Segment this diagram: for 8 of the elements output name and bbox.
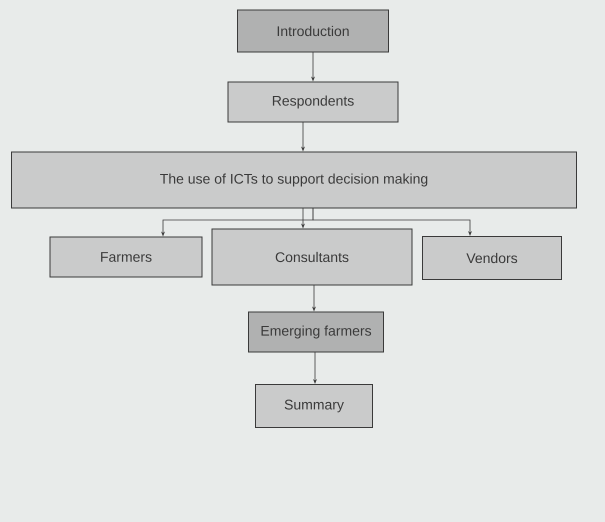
- process-box: Introduction: [237, 10, 389, 52]
- process-box: Respondents: [228, 82, 398, 122]
- process-box: Consultants: [212, 228, 412, 286]
- process-box: Emerging farmers: [248, 312, 384, 352]
- process-box: The use of ICTs to support decision making: [11, 152, 577, 208]
- process-box: Summary: [255, 384, 373, 428]
- process-box: Farmers: [50, 236, 202, 278]
- process-box: Vendors: [422, 236, 562, 280]
